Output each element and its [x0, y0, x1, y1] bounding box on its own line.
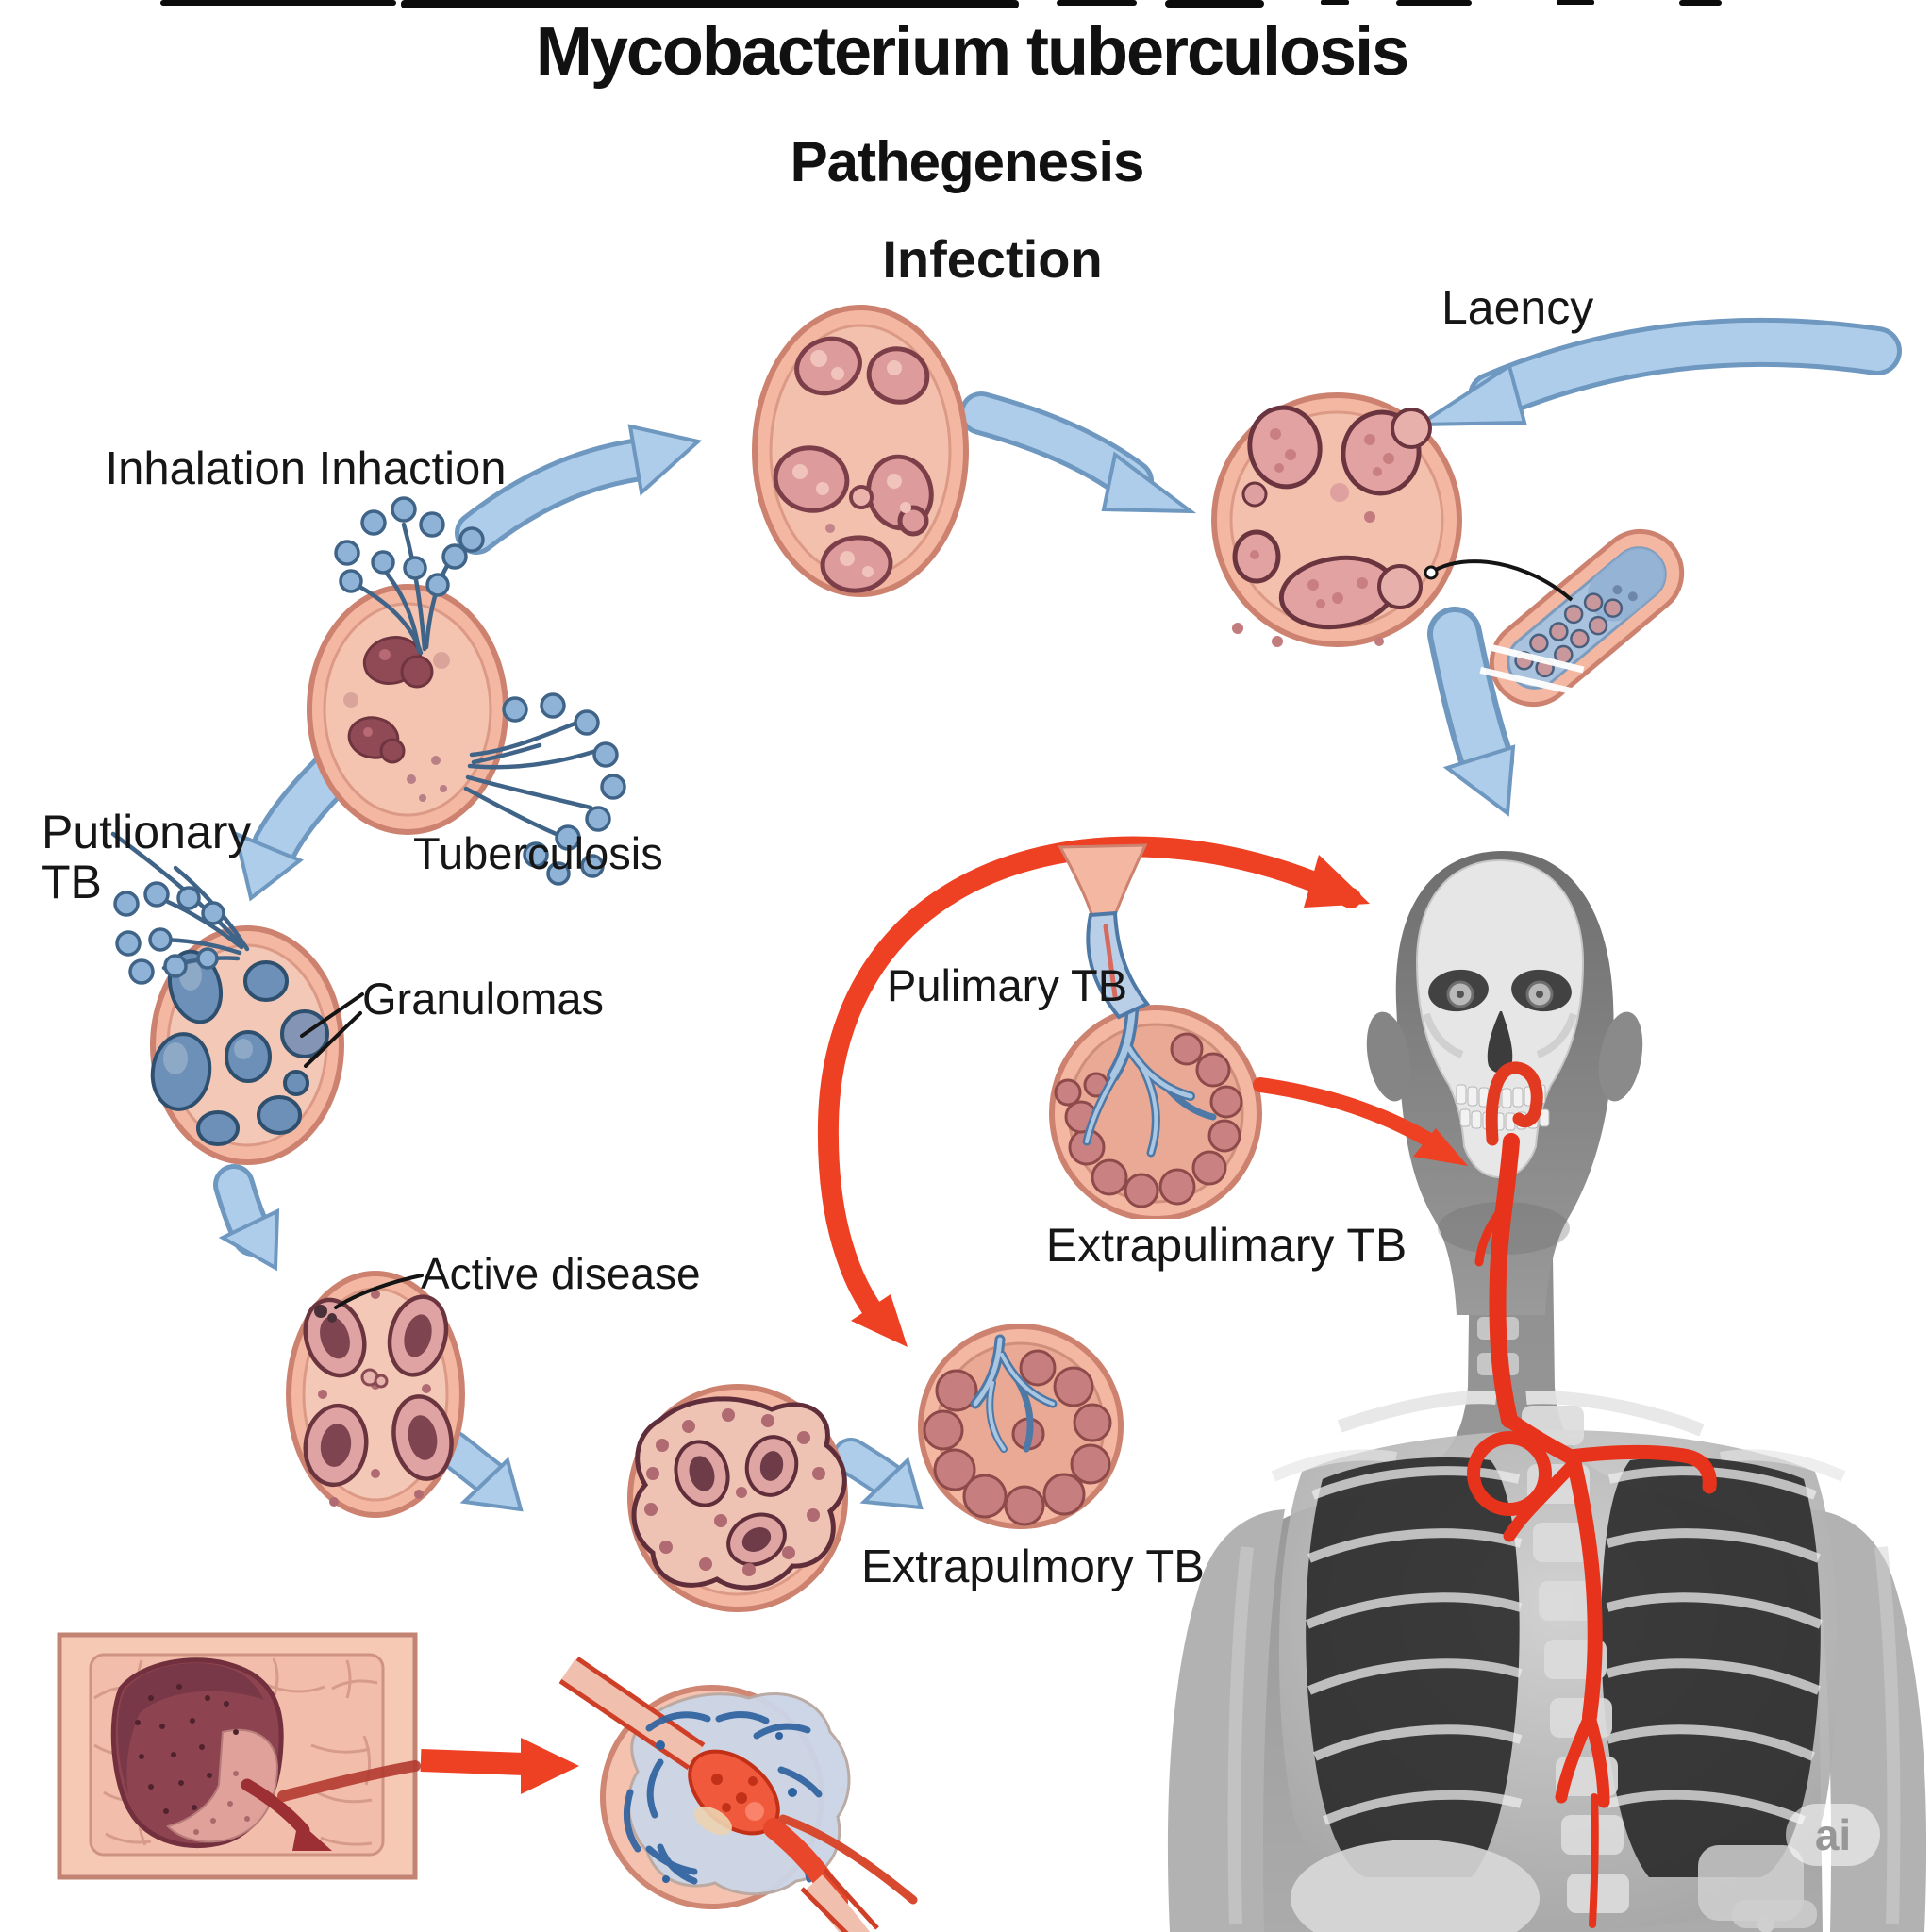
xray-human-figure: [1167, 850, 1927, 1932]
left-arm: [1167, 1509, 1285, 1932]
neck-vessel: [1489, 1133, 1520, 1428]
left-ear: [1366, 1011, 1411, 1102]
trachea-tube: [1058, 843, 1151, 1020]
giant-cell: [627, 1384, 848, 1612]
active-disease-macrophage-cell: [286, 1271, 465, 1518]
label-tuberculosis: Tuberculosis: [413, 828, 663, 878]
top-edge-smudges: [160, 0, 1722, 8]
arrow-latency-to-body: [1427, 607, 1516, 817]
ai-watermark: ai: [1786, 1804, 1880, 1866]
label-extrapulmonary-bottom: Extrapulmory TB: [861, 1541, 1205, 1592]
clavicles: [1271, 1391, 1846, 1482]
latency-capsule-connector: [1430, 559, 1574, 602]
label-pulmonary-tb-left: Putlionary TB: [42, 806, 252, 908]
arrow-giantcell-to-extrapulmonary: [832, 1438, 924, 1510]
arrow-inhalation-to-infection: [455, 424, 703, 555]
tb-bacterium-capsule: [1424, 528, 1685, 708]
label-granulomas: Granulomas: [362, 974, 604, 1024]
label-extrapulmonary-right: Extrapulimary TB: [1021, 1219, 1432, 1278]
label-latency: Laency: [1441, 281, 1594, 334]
mouth-red-hook: [1485, 1061, 1543, 1146]
infection-macrophage-cell: [752, 305, 969, 597]
label-active-disease: Active disease: [421, 1249, 701, 1298]
leader-lines: [300, 992, 424, 1309]
spore-cluster-inhaled: [334, 496, 485, 656]
label-inhalation: Inhalation Inhaction: [105, 443, 507, 494]
arrow-granuloma-to-active: [213, 1164, 280, 1272]
spore-cluster-pulmonary: [110, 831, 250, 985]
right-ear: [1598, 1011, 1643, 1102]
page-title: Mycobacterium tuberculosis: [535, 14, 1409, 90]
flow-blue-arrows: [213, 317, 1902, 1512]
alveolar-cell: [1049, 1005, 1262, 1222]
nasal-cavity: [1487, 1011, 1513, 1074]
page-subtitle: Pathegenesis: [790, 130, 1145, 193]
joint-vessel-cell: [558, 1656, 918, 1932]
arrow-inhalation-to-granuloma: [233, 752, 354, 902]
label-pulmonary-tb-center: Pulimary TB: [887, 960, 1128, 1010]
humerus-hints: [1227, 1546, 1901, 1925]
extrapulmonary-cell: [918, 1324, 1124, 1529]
arrow-box-to-joint: [420, 1738, 579, 1794]
spore-cluster-tuberculosis: [463, 692, 626, 886]
red-spread-vessels: [1253, 1061, 1717, 1928]
inhalation-macrophage-cell: [307, 584, 508, 835]
abdomen-lights: [1291, 1840, 1817, 1932]
arrow-infection-to-latency: [959, 391, 1197, 514]
tissue-cavity-box: [57, 1632, 421, 1880]
vessel-loop: [1467, 1431, 1552, 1516]
arrow-active-to-giantcell: [434, 1430, 524, 1512]
latency-macrophage-cell: [1211, 392, 1462, 647]
arrow-latency-label: [1413, 317, 1902, 427]
dissemination-red-arc-arrow: [817, 836, 1370, 1347]
label-infection: Infection: [882, 229, 1103, 289]
